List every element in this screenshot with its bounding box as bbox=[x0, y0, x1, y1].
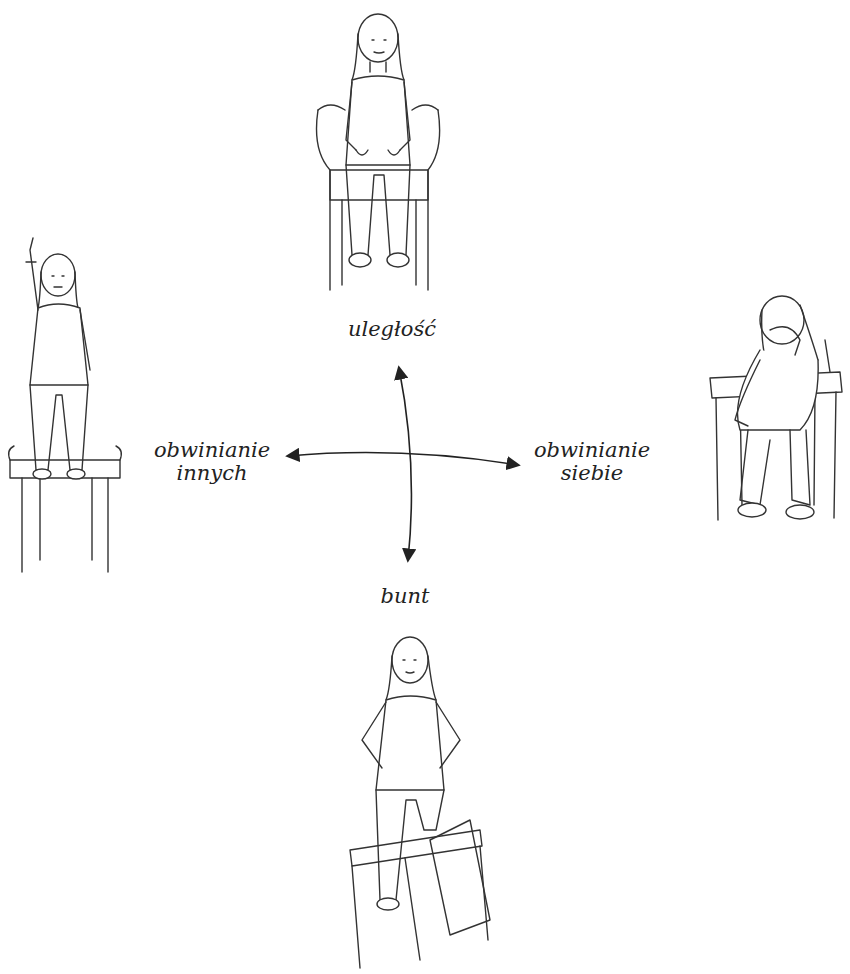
axis-arrow bbox=[399, 368, 411, 560]
figure-blaming-self bbox=[710, 296, 842, 520]
figure-blaming-others bbox=[9, 238, 122, 572]
figure-rebellion bbox=[350, 637, 490, 968]
label-submission: uległość bbox=[348, 318, 436, 341]
figure-submissive bbox=[317, 14, 440, 290]
label-blame-others: obwinianie innych bbox=[152, 439, 272, 485]
axis-arrow bbox=[288, 453, 518, 465]
label-blame-self: obwinianie siebie bbox=[532, 439, 652, 485]
label-rebellion: bunt bbox=[381, 585, 430, 608]
